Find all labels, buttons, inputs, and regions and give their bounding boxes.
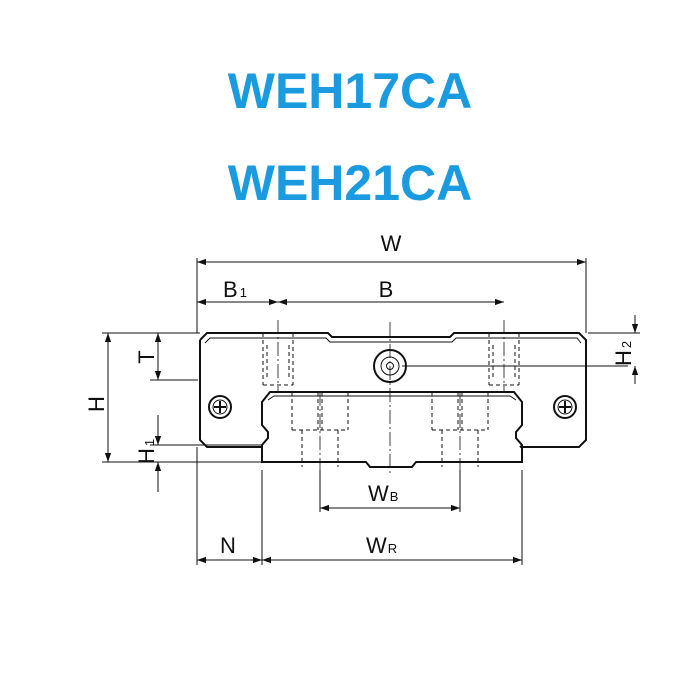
dim-label-h: H: [84, 396, 109, 412]
dim-label-wr: WR: [366, 533, 397, 558]
side-screw-left-icon: [208, 395, 232, 419]
dimension-lines: [104, 258, 639, 564]
rail: [261, 391, 523, 468]
center-lines: [277, 320, 628, 476]
rail-mounting-holes-hidden: [291, 392, 489, 467]
dim-label-wb: WB: [368, 481, 398, 506]
dim-label-n: N: [220, 533, 236, 558]
dim-label-h1: H1: [134, 439, 159, 464]
block-mounting-holes-hidden: [262, 333, 520, 386]
model-title-1: WEH17CA: [227, 63, 473, 119]
model-title-2: WEH21CA: [227, 155, 473, 211]
dim-label-b: B: [379, 277, 394, 302]
dim-label-h2: H2: [611, 341, 636, 366]
carriage-block: [199, 332, 587, 448]
side-screw-right-icon: [553, 395, 577, 419]
dim-label-w: W: [381, 231, 402, 256]
dim-label-t: T: [134, 350, 159, 363]
